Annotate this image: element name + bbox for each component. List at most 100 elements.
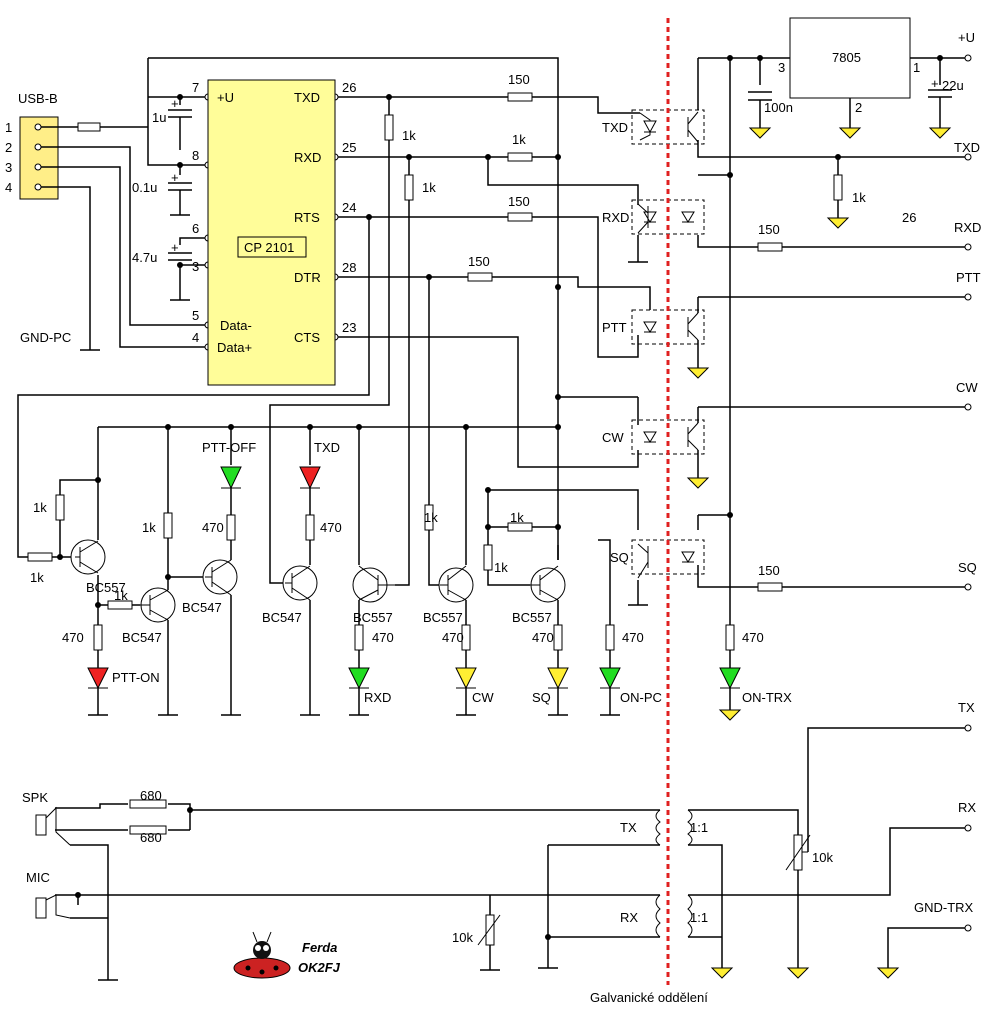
author-name: Ferda — [302, 940, 337, 955]
leds — [87, 466, 741, 690]
svg-text:CW: CW — [602, 430, 624, 445]
svg-text:3: 3 — [192, 259, 199, 274]
usb-pin-4: 4 — [5, 180, 12, 195]
svg-text:PTT: PTT — [956, 270, 981, 285]
svg-text:TXD: TXD — [314, 440, 340, 455]
svg-text:1: 1 — [913, 60, 920, 75]
svg-text:SQ: SQ — [532, 690, 551, 705]
svg-text:BC557: BC557 — [512, 610, 552, 625]
svg-text:RTS: RTS — [294, 210, 320, 225]
svg-text:ON-PC: ON-PC — [620, 690, 662, 705]
svg-text:+: + — [171, 240, 179, 255]
svg-text:5: 5 — [192, 308, 199, 323]
svg-text:Data-: Data- — [220, 318, 252, 333]
svg-text:2: 2 — [855, 100, 862, 115]
svg-text:CW: CW — [472, 690, 494, 705]
svg-text:1:1: 1:1 — [690, 820, 708, 835]
svg-text:470: 470 — [622, 630, 644, 645]
svg-text:1k: 1k — [402, 128, 416, 143]
svg-text:1k: 1k — [30, 570, 44, 585]
svg-text:10k: 10k — [452, 930, 473, 945]
svg-text:BC557: BC557 — [423, 610, 463, 625]
svg-text:RXD: RXD — [294, 150, 321, 165]
svg-text:150: 150 — [758, 222, 780, 237]
svg-text:1k: 1k — [422, 180, 436, 195]
cp2101-chip — [207, 79, 336, 386]
transistors — [70, 539, 566, 623]
regulator-7805 — [789, 17, 911, 99]
svg-text:7: 7 — [192, 80, 199, 95]
svg-text:BC547: BC547 — [262, 610, 302, 625]
svg-text:RXD: RXD — [602, 210, 629, 225]
svg-text:BC547: BC547 — [182, 600, 222, 615]
svg-text:28: 28 — [342, 260, 356, 275]
chip-label-box — [237, 236, 307, 258]
svg-text:26: 26 — [342, 80, 356, 95]
svg-text:150: 150 — [758, 563, 780, 578]
svg-text:470: 470 — [62, 630, 84, 645]
svg-text:1k: 1k — [33, 500, 47, 515]
svg-text:1k: 1k — [114, 588, 128, 603]
svg-text:25: 25 — [342, 140, 356, 155]
svg-text:RX: RX — [958, 800, 976, 815]
usb-pin-1: 1 — [5, 120, 12, 135]
svg-text:DTR: DTR — [294, 270, 321, 285]
svg-text:1k: 1k — [142, 520, 156, 535]
chip-name: CP 2101 — [244, 240, 294, 255]
svg-text:1k: 1k — [424, 510, 438, 525]
svg-text:PTT-OFF: PTT-OFF — [202, 440, 256, 455]
svg-text:+: + — [171, 96, 179, 111]
svg-text:TX: TX — [620, 820, 637, 835]
svg-text:BC557: BC557 — [86, 580, 126, 595]
usb-label: USB-B — [18, 91, 58, 106]
svg-text:470: 470 — [442, 630, 464, 645]
ladybug-logo — [233, 931, 291, 979]
svg-text:TX: TX — [958, 700, 975, 715]
svg-text:+: + — [171, 170, 179, 185]
svg-text:+U: +U — [217, 90, 234, 105]
svg-text:TXD: TXD — [954, 140, 980, 155]
svg-text:1k: 1k — [852, 190, 866, 205]
svg-text:ON-TRX: ON-TRX — [742, 690, 792, 705]
svg-text:PTT-ON: PTT-ON — [112, 670, 160, 685]
svg-text:3: 3 — [778, 60, 785, 75]
svg-text:680: 680 — [140, 788, 162, 803]
usb-pin-3: 3 — [5, 160, 12, 175]
audio-parts — [35, 806, 693, 938]
svg-text:+: + — [931, 76, 939, 91]
svg-text:23: 23 — [342, 320, 356, 335]
svg-text:680: 680 — [140, 830, 162, 845]
usb-pin-2: 2 — [5, 140, 12, 155]
svg-text:22u: 22u — [942, 78, 964, 93]
svg-text:470: 470 — [320, 520, 342, 535]
svg-text:RX: RX — [620, 910, 638, 925]
svg-text:TXD: TXD — [602, 120, 628, 135]
wires — [17, 57, 968, 980]
svg-text:MIC: MIC — [26, 870, 50, 885]
svg-text:470: 470 — [202, 520, 224, 535]
labels: USB-B 1 2 3 4 GND-PC CP 2101 7 8 6 3 5 4… — [5, 30, 981, 1005]
author-call: OK2FJ — [298, 960, 341, 975]
svg-text:24: 24 — [342, 200, 356, 215]
svg-text:1k: 1k — [494, 560, 508, 575]
grounds — [80, 127, 952, 981]
svg-text:7805: 7805 — [832, 50, 861, 65]
svg-text:GND-TRX: GND-TRX — [914, 900, 974, 915]
capacitors: + + + + — [168, 76, 952, 261]
svg-text:470: 470 — [742, 630, 764, 645]
gnd-pc-label: GND-PC — [20, 330, 71, 345]
svg-text:1:1: 1:1 — [690, 910, 708, 925]
svg-text:RXD: RXD — [364, 690, 391, 705]
svg-text:SQ: SQ — [610, 550, 629, 565]
svg-text:150: 150 — [508, 72, 530, 87]
svg-text:CW: CW — [956, 380, 978, 395]
svg-text:SQ: SQ — [958, 560, 977, 575]
resistors — [27, 92, 843, 946]
svg-text:SPK: SPK — [22, 790, 48, 805]
svg-text:BC547: BC547 — [122, 630, 162, 645]
svg-text:26: 26 — [902, 210, 916, 225]
svg-text:1u: 1u — [152, 110, 166, 125]
svg-text:Data+: Data+ — [217, 340, 252, 355]
